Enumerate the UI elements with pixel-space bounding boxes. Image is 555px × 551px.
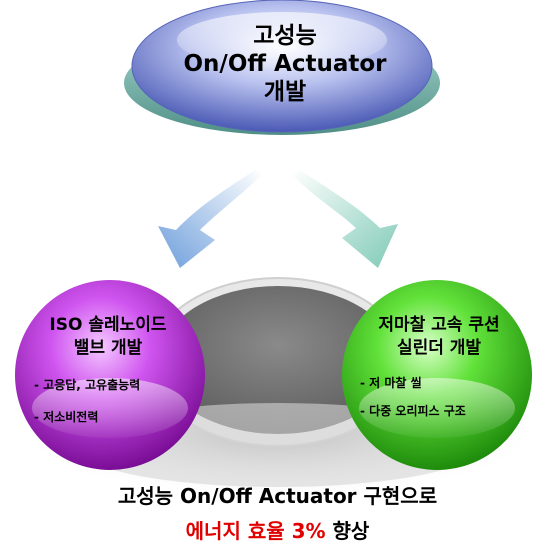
right-node-line2: 실린더 개발	[396, 338, 482, 358]
left-node-line1: ISO 솔레노이드	[49, 315, 167, 335]
top-node-line2: On/Off Actuator	[183, 51, 387, 77]
left-node-bullet-1: - 고응답, 고유출능력	[34, 378, 141, 392]
result-highlight: 에너지 효율 3%	[185, 519, 326, 543]
right-node-bullet-1: - 저 마찰 씰	[360, 376, 422, 390]
left-node-bullet-2: - 저소비전력	[34, 410, 99, 424]
left-node-line2: 밸브 개발	[73, 338, 143, 358]
result-rest: 향상	[332, 519, 370, 543]
left-node-gloss	[32, 378, 188, 438]
right-node-gloss	[359, 378, 515, 438]
top-node-gloss	[177, 12, 387, 68]
base-disk	[160, 286, 396, 434]
result-line: 에너지 효율 3% 향상	[40, 515, 515, 544]
right-node-bullet-2: - 다중 오리피스 구조	[360, 404, 466, 418]
left-node-sphere	[15, 280, 205, 470]
top-node-line1: 고성능	[253, 23, 317, 49]
arrow-right	[292, 170, 398, 268]
top-node-line3: 개발	[263, 79, 307, 105]
bottom-caption: 고성능 On/Off Actuator 구현으로	[117, 484, 438, 508]
arrow-left	[158, 170, 262, 268]
right-node-line1: 저마찰 고속 쿠션	[378, 315, 500, 335]
